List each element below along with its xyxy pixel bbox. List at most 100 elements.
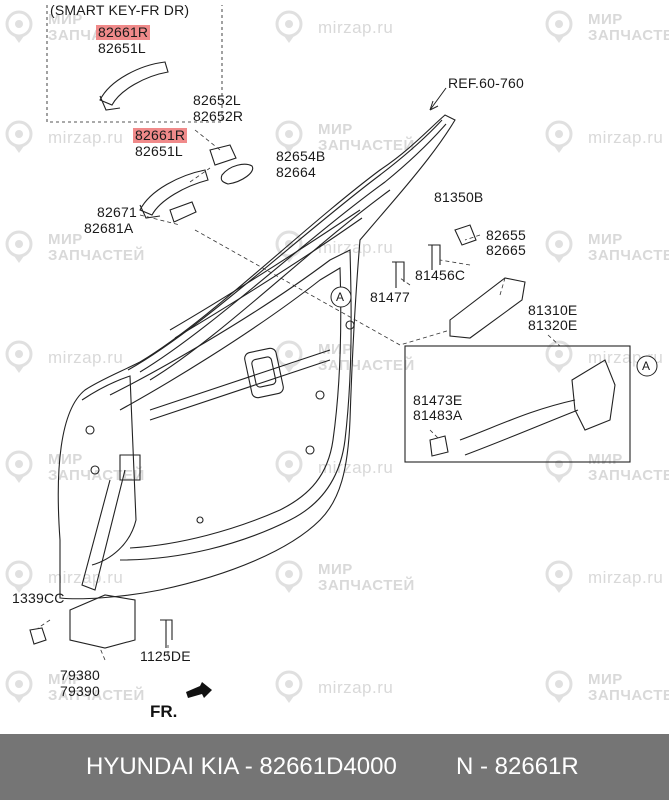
diagram-part-number: N - 82661R [456,753,579,780]
watermark-text: МИР [588,451,623,468]
bolt-81456c [428,244,441,270]
watermark-text: МИР [318,561,353,578]
watermark-logo-icon [545,560,573,593]
watermark-logo-icon [275,560,303,593]
part-number: 82681A [84,220,134,236]
part-number: 81350B [434,189,484,205]
handle-gasket [220,163,254,185]
part-number: 81456C [415,267,466,283]
watermark-text: mirzap.ru [588,568,664,587]
part-number: 79390 [60,683,100,699]
part-number: 81320E [528,317,578,333]
watermark-logo-icon [5,10,33,43]
detail-marker-circle-1 [330,286,352,308]
detail-marker-label: A [642,359,651,373]
parts-diagram: МИРЗАПЧАСТЕЙmirzap.ruМИРЗАПЧАСТЕЙmirzap.… [5,2,669,721]
watermark-text: mirzap.ru [318,238,394,257]
watermark-text: mirzap.ru [48,568,124,587]
part-number: 82652L [193,92,241,108]
part-number: 81473E [413,392,463,408]
handle-pad [169,201,197,223]
smart-key-label: (SMART KEY-FR DR) [50,2,190,18]
part-number: 81310E [528,302,578,318]
part-number: 79380 [60,667,100,683]
watermark-text: МИР [588,11,623,28]
watermark-text: ЗАПЧАСТЕЙ [318,137,415,154]
nut-1339cc [29,627,47,645]
part-number: 81477 [370,289,410,305]
watermark-text: mirzap.ru [318,18,394,37]
part-number: 82655 [486,227,526,243]
bracket-81350b [454,224,477,246]
bolt-81477 [392,261,405,288]
watermark-logo-icon [545,670,573,703]
door-outer-shell [57,114,456,600]
front-arrow [186,682,212,698]
watermark-logo-icon [275,10,303,43]
watermark-text: ЗАПЧАСТЕЙ [48,247,145,264]
watermark-text: ЗАПЧАСТЕЙ [48,687,145,704]
watermark-text: МИР [318,341,353,358]
watermark-text: МИР [48,11,83,28]
watermark-text: ЗАПЧАСТЕЙ [588,687,669,704]
detail-marker-circle-2 [636,355,658,377]
detail-marker-label: A [336,290,345,304]
door-latch [571,359,616,431]
part-number-highlight: 82661R [96,24,151,40]
inside-rod [429,435,449,457]
watermark-logo-icon [545,340,573,373]
watermark-text: mirzap.ru [48,128,124,147]
watermark-logo-icon [5,120,33,153]
handle-cover [209,144,237,166]
smart-key-handle [99,61,169,111]
part-number-highlight: 82661R [133,127,188,143]
watermark-logo-icon [545,230,573,263]
part-number: 1125DE [140,648,191,664]
watermark-text: МИР [48,451,83,468]
window-rail [169,209,363,339]
door-diagram-drawing [29,5,658,698]
part-number: 82651L [98,40,146,56]
impact-bar [149,349,331,421]
watermark-logo-icon [5,230,33,263]
watermark-text: ЗАПЧАСТЕЙ [318,577,415,594]
watermark-text: МИР [588,671,623,688]
detail-box [404,345,631,463]
door-inner-edge-2 [119,267,342,549]
watermark-text: МИР [48,671,83,688]
watermark-logo-icon [275,340,303,373]
part-number: 82651L [135,143,183,159]
watermark-text: МИР [318,121,353,138]
part-number: 81483A [413,407,463,423]
watermark-logo-icon [275,670,303,703]
part-number: 82665 [486,242,526,258]
speaker-cutout [244,347,284,399]
front-direction-label: FR. [150,702,178,721]
watermark-text: ЗАПЧАСТЕЙ [588,27,669,44]
watermark-logo-icon [5,450,33,483]
part-number: 82671 [97,204,137,220]
watermark-logo-icon [5,670,33,703]
watermark-logo-icon [5,560,33,593]
door-checker [69,594,136,649]
speaker-cutout-inner [251,356,277,388]
part-number: 82664 [276,164,316,180]
watermark-text: mirzap.ru [318,678,394,697]
door-inner-panel [81,375,137,566]
part-number: 82654B [276,148,326,164]
watermark-text: mirzap.ru [48,348,124,367]
checker-bolt [160,619,173,648]
watermark-text: ЗАПЧАСТЕЙ [318,357,415,374]
watermark-text: МИР [588,231,623,248]
watermark-text: ЗАПЧАСТЕЙ [588,247,669,264]
ref-label: REF.60-760 [448,75,524,91]
watermark-logo-icon [5,340,33,373]
watermark-text: ЗАПЧАСТЕЙ [588,467,669,484]
watermark-logo-icon [275,450,303,483]
watermark-logo-icon [545,10,573,43]
part-number: 82652R [193,108,244,124]
watermark-logo-icon [545,120,573,153]
watermark-text: mirzap.ru [588,128,664,147]
outside-handle [139,169,209,219]
latch-cables [459,399,579,456]
